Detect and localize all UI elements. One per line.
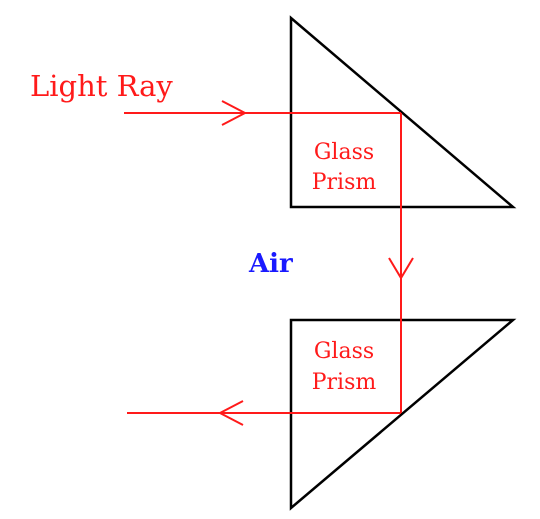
air-label: Air [248, 249, 293, 279]
incoming-arrowhead [221, 100, 248, 126]
bottom-prism-label-line1: Glass [314, 339, 374, 364]
light-ray-path [124, 100, 414, 426]
downward-arrowhead [388, 257, 414, 280]
outgoing-arrowhead [217, 400, 244, 426]
bottom-prism-label-line2: Prism [312, 370, 377, 395]
light-ray-label: Light Ray [30, 69, 173, 103]
top-prism-label-line2: Prism [312, 170, 377, 195]
top-prism-label-line1: Glass [314, 140, 374, 165]
